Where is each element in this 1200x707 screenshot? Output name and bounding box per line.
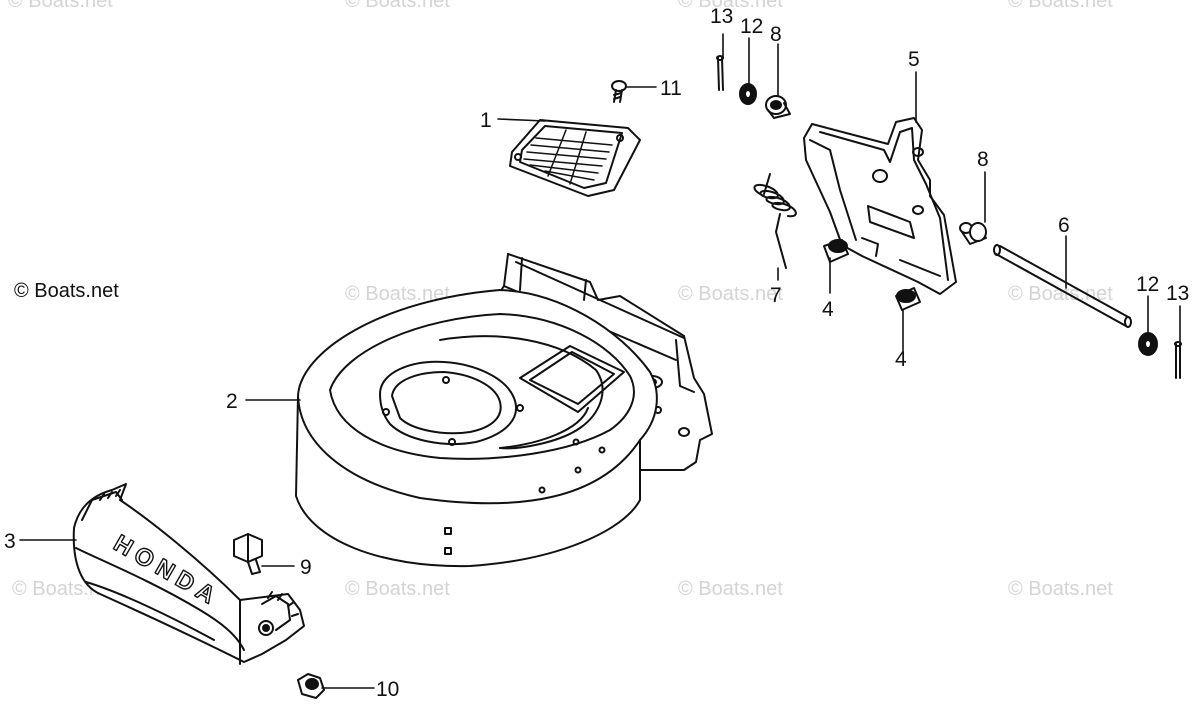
callout-10: 10 xyxy=(376,678,399,701)
callout-12: 12 xyxy=(1136,273,1159,296)
part-bolt-9 xyxy=(233,533,263,575)
leader-lines xyxy=(19,33,1181,689)
part-vent-cover xyxy=(509,119,641,197)
part-handle-grip: HONDA xyxy=(72,483,305,665)
part-washer-12-top xyxy=(739,83,757,105)
part-knob-4a xyxy=(823,239,849,263)
part-cotter-pin-13-right xyxy=(1174,341,1182,379)
callout-1: 1 xyxy=(480,109,492,132)
part-spring xyxy=(753,173,797,269)
part-cotter-pin-13-top xyxy=(716,55,724,91)
part-shaft xyxy=(993,244,1132,328)
callout-5: 5 xyxy=(908,48,920,71)
part-washer-12-right xyxy=(1138,332,1158,356)
callout-7: 7 xyxy=(770,284,782,307)
part-deck-housing xyxy=(295,253,713,568)
callout-4: 4 xyxy=(895,348,907,371)
callout-8: 8 xyxy=(977,148,989,171)
copyright-notice: © Boats.net xyxy=(14,280,119,302)
part-bushing-8-top xyxy=(765,95,791,119)
watermark: © Boats.net xyxy=(345,578,450,600)
callout-labels: 1 2 3 4 4 5 6 7 8 8 9 10 11 12 12 13 13 xyxy=(4,5,1189,701)
watermark: © Boats.net xyxy=(678,578,783,600)
callout-11: 11 xyxy=(660,77,682,100)
watermark: © Boats.net xyxy=(1008,0,1113,12)
part-nut-10 xyxy=(297,673,325,699)
watermark: © Boats.net xyxy=(345,283,450,305)
part-screw-11 xyxy=(611,80,627,103)
part-bushing-8-right xyxy=(959,222,987,245)
callout-2: 2 xyxy=(226,390,238,413)
watermark: © Boats.net xyxy=(1008,283,1113,305)
watermark: © Boats.net xyxy=(8,0,113,12)
part-adjuster-plate xyxy=(803,117,957,295)
callout-9: 9 xyxy=(300,556,312,579)
watermark: © Boats.net xyxy=(345,0,450,12)
callout-12: 12 xyxy=(740,15,763,38)
callout-6: 6 xyxy=(1058,214,1070,237)
callout-8: 8 xyxy=(770,23,782,46)
part-knob-4b xyxy=(895,287,921,311)
watermark: © Boats.net xyxy=(1008,578,1113,600)
callout-3: 3 xyxy=(4,530,16,553)
watermark: © Boats.net xyxy=(678,0,783,12)
callout-13: 13 xyxy=(1166,282,1189,305)
callout-13: 13 xyxy=(710,5,733,28)
watermark: © Boats.net xyxy=(678,283,783,305)
callout-4: 4 xyxy=(822,298,834,321)
